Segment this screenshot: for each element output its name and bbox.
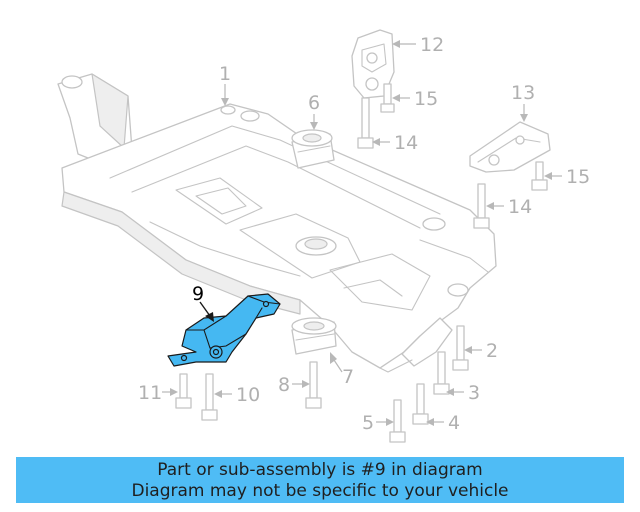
callout-3: 3	[468, 382, 480, 404]
callout-15-right: 15	[566, 166, 590, 188]
subframe-crossmember	[57, 73, 497, 373]
leader-line-9	[199, 301, 211, 317]
banner-line-2: Diagram may not be specific to your vehi…	[131, 481, 509, 501]
callout-8: 8	[278, 374, 290, 396]
callout-14-top: 14	[394, 132, 418, 154]
leader-arrow-9	[205, 312, 214, 322]
bolts	[175, 83, 548, 443]
callout-11: 11	[138, 382, 162, 404]
parts-diagram: 1 12 15 14 6 13 15 14 2 3 4 5 7 8 10 11 …	[57, 29, 590, 443]
callout-2: 2	[486, 340, 498, 362]
callout-6: 6	[308, 92, 320, 114]
leader-lines	[162, 40, 562, 426]
callout-4: 4	[448, 412, 460, 434]
callout-13: 13	[511, 82, 535, 104]
banner-line-1: Part or sub-assembly is #9 in diagram	[157, 460, 483, 480]
callout-5: 5	[362, 412, 374, 434]
highlighted-part-9[interactable]	[167, 293, 281, 367]
callout-labels: 1 12 15 14 6 13 15 14 2 3 4 5 7 8 10 11 …	[138, 34, 590, 434]
callout-7: 7	[342, 366, 354, 388]
callout-15-top: 15	[414, 88, 438, 110]
callout-14-right: 14	[508, 196, 532, 218]
bushing-6	[291, 129, 335, 169]
callout-1: 1	[219, 63, 231, 85]
info-banner: Part or sub-assembly is #9 in diagram Di…	[16, 457, 624, 503]
callout-12: 12	[420, 34, 444, 56]
bushing-7	[291, 317, 337, 355]
callout-9: 9	[192, 283, 204, 305]
callout-10: 10	[236, 384, 260, 406]
mount-bracket-13	[469, 121, 551, 173]
